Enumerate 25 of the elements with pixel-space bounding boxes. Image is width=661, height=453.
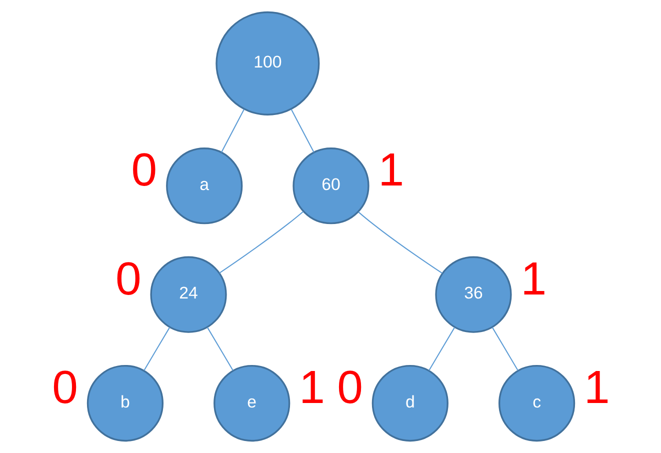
node-circle: 100	[215, 11, 320, 116]
node-circle: d	[371, 364, 448, 442]
node-circle: 60	[292, 148, 369, 224]
node-label: 1	[584, 360, 610, 413]
node-circle: e	[213, 364, 290, 442]
node-circle: 24	[150, 256, 226, 333]
node-circle: 36	[434, 256, 512, 333]
connector	[491, 327, 518, 371]
node-circle: c	[498, 364, 575, 442]
connector	[143, 327, 170, 371]
node-label: 1	[520, 252, 546, 304]
connector	[290, 109, 314, 153]
node-label: 0	[130, 144, 157, 196]
node-label: 0	[52, 360, 78, 413]
connector	[206, 327, 233, 371]
connector	[358, 212, 442, 274]
connector	[428, 327, 455, 371]
node-label: 0	[114, 252, 141, 304]
node-label: 1	[378, 144, 404, 196]
node-circle: b	[86, 364, 164, 442]
connector	[220, 109, 244, 153]
connector	[218, 211, 303, 274]
node-label: 1	[298, 360, 324, 413]
node-circle: a	[166, 148, 242, 224]
node-label: 0	[336, 360, 362, 413]
